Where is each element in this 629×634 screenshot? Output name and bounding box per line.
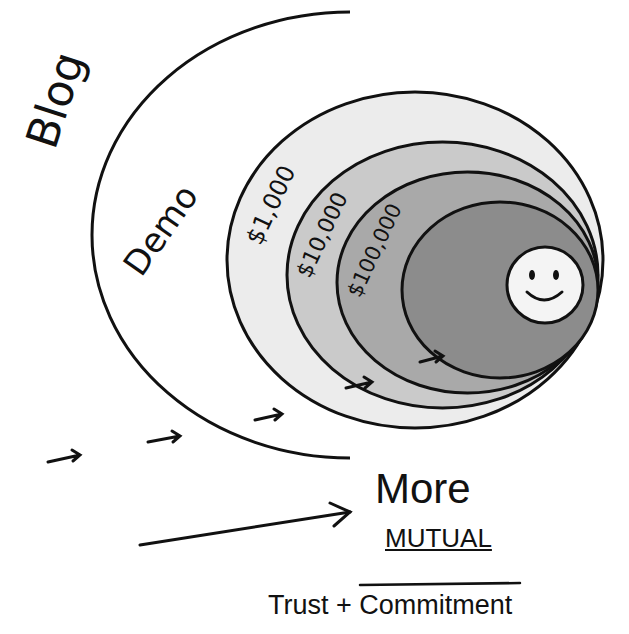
band-label: Blog xyxy=(19,47,91,153)
caption-label: MUTUAL xyxy=(385,525,492,551)
small-arrow xyxy=(148,431,180,442)
trust-band: Demo$1,000$10,000$100,000 xyxy=(225,90,605,430)
trust-band: BlogDemo$1,000$10,000$100,000 xyxy=(90,10,610,460)
small-arrow xyxy=(48,450,80,462)
band-edge xyxy=(287,142,598,408)
small-arrow xyxy=(420,351,443,362)
smiley-eye xyxy=(529,270,535,280)
smiley-mouth xyxy=(527,292,562,300)
big-arrow xyxy=(140,503,350,545)
trust-band: $1,000$10,000$100,000 xyxy=(285,140,600,410)
band-edge xyxy=(402,202,598,378)
big-arrow-shaft xyxy=(140,512,350,545)
small-arrows xyxy=(48,351,443,462)
band-outline xyxy=(400,200,600,380)
trust-band: $100,000 xyxy=(400,200,600,380)
overline xyxy=(360,583,520,585)
band-edge xyxy=(337,172,598,393)
trust-band: $10,000$100,000 xyxy=(335,170,600,395)
band-edge xyxy=(227,92,603,428)
caption-label: Trust + Commitment xyxy=(268,592,512,619)
smiley-eye xyxy=(553,270,559,280)
small-arrow xyxy=(255,409,282,420)
caption-label: More xyxy=(375,468,471,510)
band-label: Demo xyxy=(117,179,203,281)
smiley-circle xyxy=(507,247,583,323)
big-arrow-head xyxy=(330,503,350,526)
smiley-face xyxy=(507,247,583,323)
small-arrow xyxy=(346,377,372,388)
